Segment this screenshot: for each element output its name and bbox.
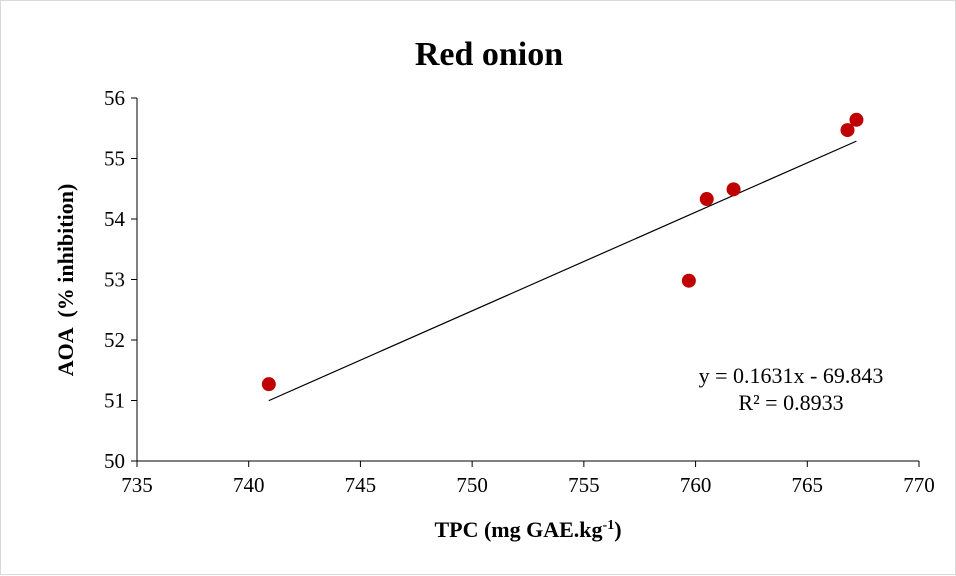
x-tick-label: 755 [568, 473, 600, 497]
x-axis-label-main: TPC (mg GAE.kg [434, 517, 602, 542]
x-tick-label: 765 [792, 473, 824, 497]
x-tick-label: 745 [345, 473, 377, 497]
trendline [268, 140, 857, 402]
data-points [261, 112, 864, 392]
y-tick-label: 50 [104, 449, 125, 473]
data-point [840, 123, 855, 138]
trendline-equation: y = 0.1631x - 69.843 [699, 363, 884, 388]
y-tick-label: 52 [104, 328, 125, 352]
x-axis-label-superscript: -1 [603, 518, 615, 533]
y-tick-label: 51 [104, 389, 125, 413]
x-tick-label: 750 [456, 473, 488, 497]
y-axis-label: AOA (% inhibition) [53, 184, 78, 377]
chart-title: Red onion [415, 36, 563, 73]
x-axis-label-close: ) [614, 517, 621, 542]
y-tick-label: 55 [104, 147, 125, 171]
y-tick-label: 56 [104, 86, 125, 110]
x-tick-label: 770 [903, 473, 935, 497]
x-tick-label: 735 [121, 473, 153, 497]
data-point [261, 377, 276, 392]
y-ticks: 50 51 52 53 54 55 56 [104, 86, 137, 473]
y-tick-label: 54 [104, 207, 126, 231]
trendline-r-squared: R² = 0.8933 [738, 390, 843, 415]
data-point [849, 112, 864, 127]
y-tick-label: 53 [104, 268, 125, 292]
trendline-group [268, 140, 857, 402]
data-point [681, 273, 696, 288]
x-ticks: 735 740 745 750 755 760 765 770 [121, 461, 935, 497]
data-point [699, 192, 714, 207]
data-point [726, 182, 741, 197]
x-axis-label: TPC (mg GAE.kg-1) [434, 517, 621, 542]
x-tick-label: 740 [233, 473, 265, 497]
x-tick-label: 760 [680, 473, 712, 497]
